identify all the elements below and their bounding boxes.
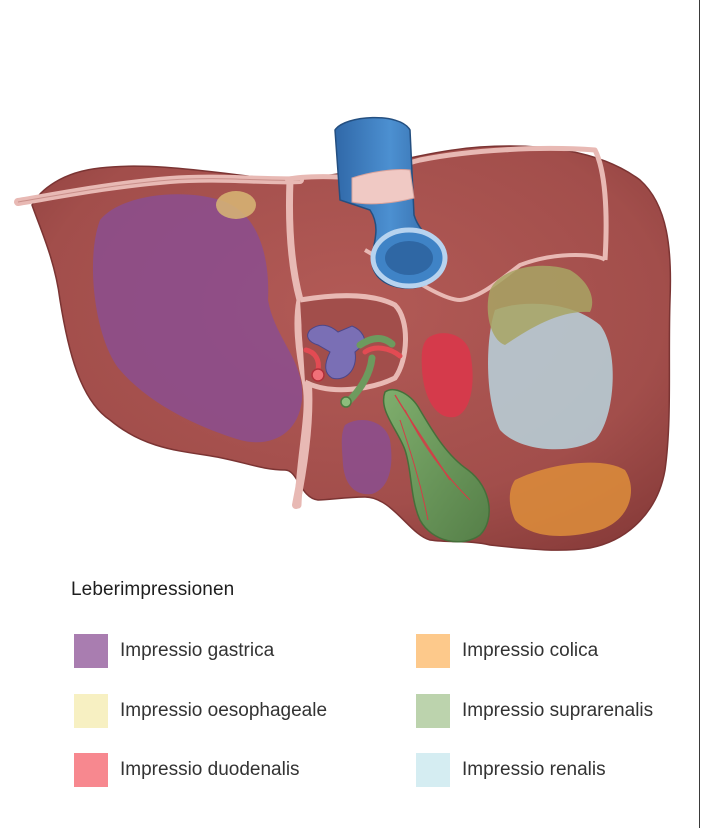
gallbladder — [382, 389, 490, 543]
quadrate-lobe-impression — [341, 420, 392, 495]
legend-item-oesophageale: Impressio oesophageale — [74, 694, 327, 728]
impressio-colica-region — [509, 462, 632, 536]
page-edge-divider — [699, 0, 700, 828]
legend-label-suprarenalis: Impressio suprarenalis — [462, 700, 654, 721]
legend-item-gastrica: Impressio gastrica — [74, 634, 274, 668]
impressio-gastrica-region — [92, 194, 303, 443]
impressio-suprarenalis-region — [487, 265, 593, 345]
legend-title: Leberimpressionen — [71, 579, 235, 600]
porta-hepatis-vessels — [303, 324, 403, 408]
legend-label-duodenalis: Impressio duodenalis — [120, 759, 300, 780]
swatch-renalis — [416, 753, 450, 787]
legend-item-colica: Impressio colica — [416, 634, 598, 668]
swatch-oesophageale — [74, 694, 108, 728]
swatch-colica — [416, 634, 450, 668]
legend-item-renalis: Impressio renalis — [416, 753, 606, 787]
legend-item-duodenalis: Impressio duodenalis — [74, 753, 300, 787]
impressio-renalis-region — [488, 303, 613, 450]
legend-label-colica: Impressio colica — [462, 640, 599, 661]
swatch-gastrica — [74, 634, 108, 668]
impressio-duodenalis-region — [421, 333, 473, 418]
legend-label-renalis: Impressio renalis — [462, 759, 606, 780]
swatch-suprarenalis — [416, 694, 450, 728]
legend-label-oesophageale: Impressio oesophageale — [120, 700, 328, 721]
impressio-oesophageale-region — [216, 191, 256, 219]
legend-label-gastrica: Impressio gastrica — [120, 640, 275, 661]
round-ligament — [292, 381, 313, 509]
swatch-duodenalis — [74, 753, 108, 787]
legend-item-suprarenalis: Impressio suprarenalis — [416, 694, 653, 728]
